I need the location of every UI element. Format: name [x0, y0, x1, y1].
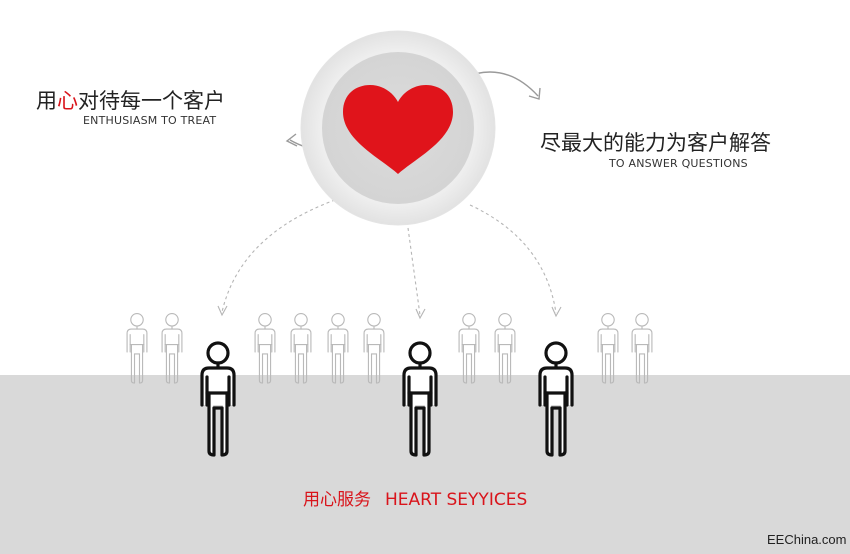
right-caption-en: TO ANSWER QUESTIONS [609, 157, 748, 170]
dashed-connector-right [469, 204, 557, 314]
heart-icon [343, 85, 453, 174]
person-icon-faded [126, 313, 148, 384]
person-icon-faded [327, 313, 349, 384]
dashed-connector-left [221, 199, 336, 313]
tagline: 用心服务 HEART SEYYICES [303, 485, 527, 510]
person-icon-faded [494, 313, 516, 384]
right-caption-cn: 尽最大的能力为客户解答 [540, 131, 771, 155]
tagline-cn: 用心服务 [303, 490, 371, 510]
dashed-connector-center [407, 227, 421, 316]
person-icon-faded [254, 313, 276, 384]
person-icon-highlighted [402, 341, 438, 457]
person-icon-faded [161, 313, 183, 384]
accent-char: 心 [57, 89, 78, 113]
tagline-en: HEART SEYYICES [385, 490, 528, 510]
right-arrowhead [528, 87, 541, 100]
person-icon-faded [597, 313, 619, 384]
watermark: EEChina.com [767, 532, 847, 547]
person-icon-faded [631, 313, 653, 384]
left-caption-cn: 用心对待每一个客户 [36, 89, 225, 113]
person-icon-faded [363, 313, 385, 384]
person-icon-faded [290, 313, 312, 384]
left-arrowhead [285, 133, 298, 147]
person-icon-highlighted [538, 341, 574, 457]
left-caption-en: ENTHUSIASM TO TREAT [83, 114, 217, 127]
person-icon-highlighted [200, 341, 236, 457]
person-icon-faded [458, 313, 480, 384]
